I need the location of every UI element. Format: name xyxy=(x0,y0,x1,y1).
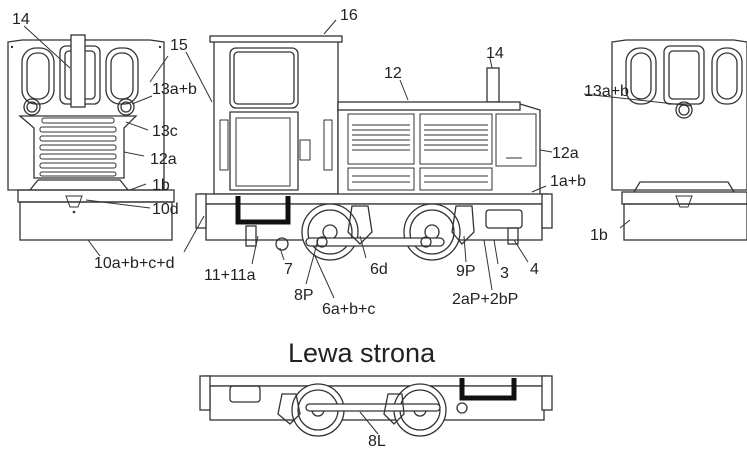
label-10d: 10d xyxy=(152,201,179,218)
label-12: 12 xyxy=(384,65,402,82)
section-title: Lewa strona xyxy=(288,338,436,368)
leader-lines xyxy=(23,19,693,435)
label-6abc: 6a+b+c xyxy=(322,301,375,318)
label-1ab: 1a+b xyxy=(550,173,586,190)
callout-labels: 14 15 16 12 14 13a+b 13a+b 13c 12a 12a 1… xyxy=(12,7,629,450)
label-13ab-front: 13a+b xyxy=(152,81,197,98)
left-side-view xyxy=(199,375,553,437)
label-9p: 9P xyxy=(456,263,476,280)
label-7: 7 xyxy=(284,261,293,278)
label-3: 3 xyxy=(500,265,509,282)
label-13c: 13c xyxy=(152,123,178,140)
label-15: 15 xyxy=(170,37,188,54)
label-8l: 8L xyxy=(368,433,386,450)
label-12a-side: 12a xyxy=(552,145,579,162)
label-8p: 8P xyxy=(294,287,314,304)
rear-view xyxy=(611,39,747,241)
label-4: 4 xyxy=(530,261,539,278)
label-10abcd: 10a+b+c+d xyxy=(94,255,175,272)
label-6d: 6d xyxy=(370,261,388,278)
label-1b-front: 1b xyxy=(152,177,170,194)
label-2ap-2bp: 2aP+2bP xyxy=(452,291,518,308)
side-view xyxy=(195,35,553,261)
label-13ab-rear: 13a+b xyxy=(584,83,629,100)
label-14-front: 14 xyxy=(12,11,30,28)
label-14-side: 14 xyxy=(486,45,504,62)
label-16: 16 xyxy=(340,7,358,24)
label-12a-front: 12a xyxy=(150,151,177,168)
label-11-11a: 11+11a xyxy=(204,267,256,284)
front-view xyxy=(7,34,175,241)
label-1b-rear: 1b xyxy=(590,227,608,244)
